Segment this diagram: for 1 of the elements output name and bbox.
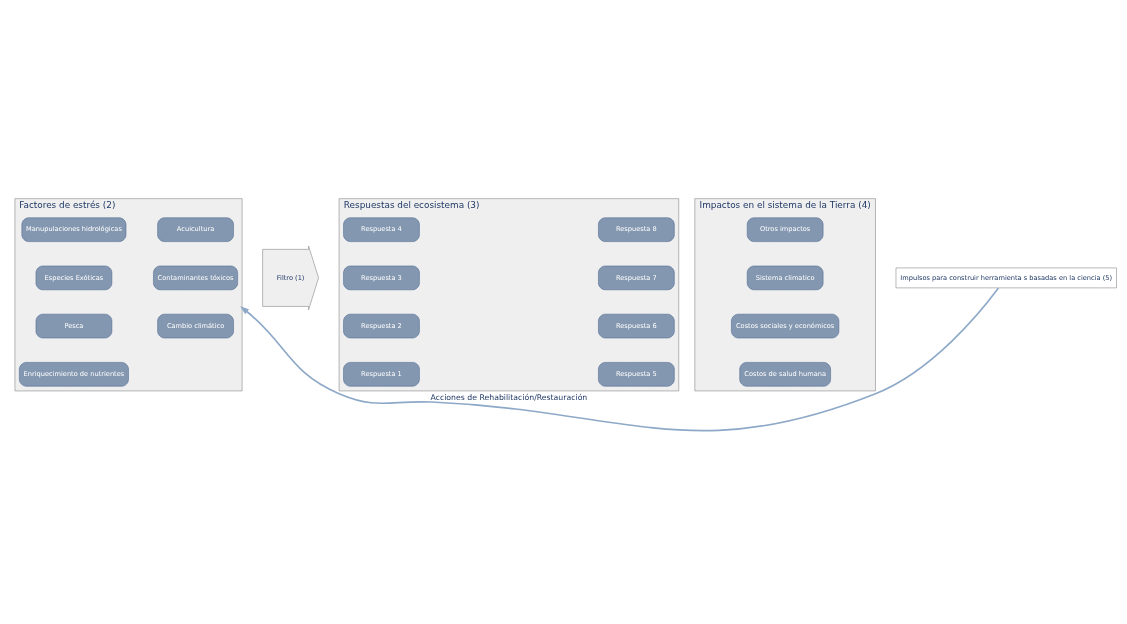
arrow [240,286,1000,431]
